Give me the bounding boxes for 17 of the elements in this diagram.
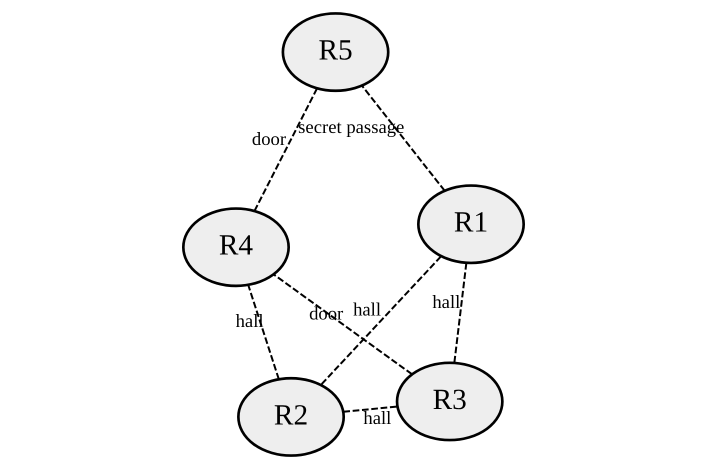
connector	[453, 263, 468, 363]
connector	[343, 406, 398, 413]
edge-label: secret passage	[298, 117, 404, 138]
node-ellipse: R3	[396, 361, 504, 442]
node-ellipse: R2	[237, 376, 346, 457]
edge-label: hall	[353, 299, 382, 320]
connector	[320, 256, 442, 386]
edge-label: hall	[432, 292, 460, 313]
node-ellipse: R5	[282, 12, 390, 92]
edge-label: door	[252, 128, 286, 150]
node-ellipse: R4	[182, 207, 290, 288]
connector	[254, 88, 318, 212]
connector	[247, 285, 280, 380]
connector	[273, 274, 413, 376]
connector	[361, 85, 446, 192]
node-ellipse: R1	[417, 184, 525, 264]
edge-label: hall	[363, 408, 392, 430]
